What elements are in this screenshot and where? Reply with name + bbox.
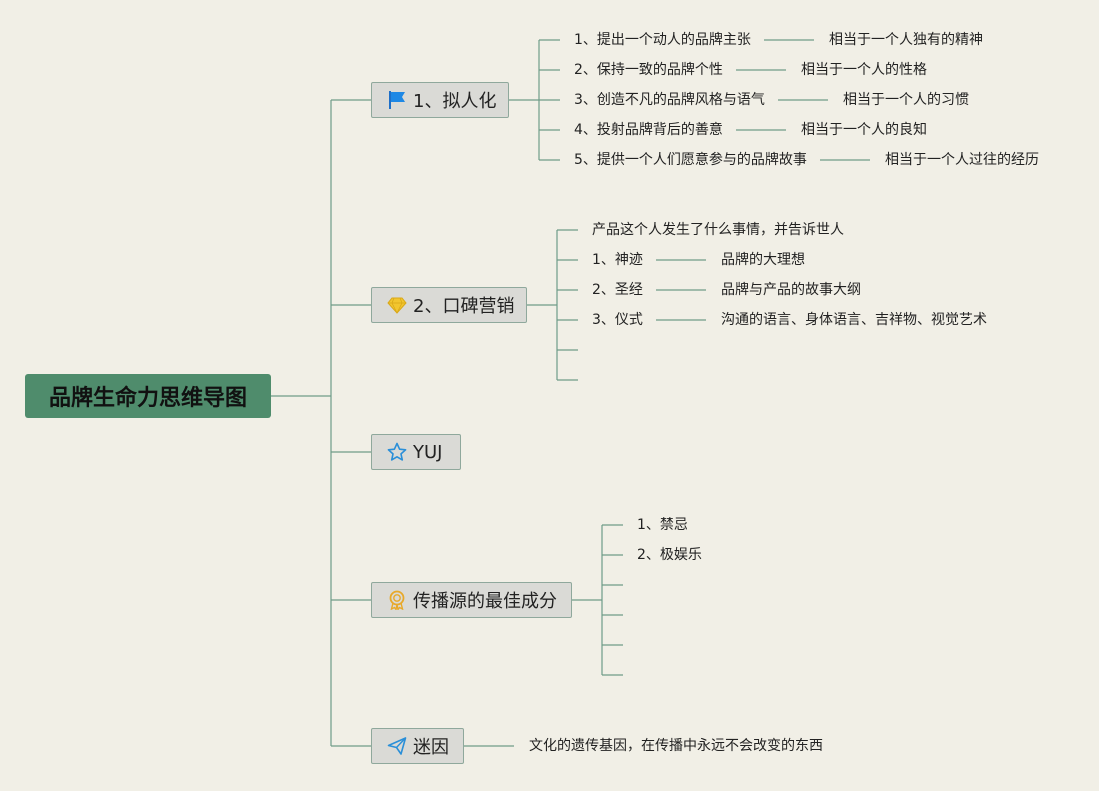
branch-label: 2、口碑营销 [413,296,515,317]
paper-plane-icon [387,736,407,756]
branch-label: 传播源的最佳成分 [413,591,557,612]
leaf-item[interactable]: 文化的遗传基因，在传播中永远不会改变的东西 [529,738,823,754]
leaf-detail[interactable]: 相当于一个人过往的经历 [885,152,1039,168]
leaf-item[interactable]: 2、保持一致的品牌个性 [574,62,723,78]
leaf-item[interactable]: 3、创造不凡的品牌风格与语气 [574,92,765,108]
star-icon [387,442,407,462]
branch-meme[interactable]: 迷因 [371,728,464,764]
award-icon [387,590,407,610]
flag-icon [387,90,407,110]
leaf-item[interactable]: 2、极娱乐 [637,547,702,563]
leaf-detail[interactable]: 相当于一个人独有的精神 [829,32,983,48]
root-node[interactable]: 品牌生命力思维导图 [25,374,271,418]
leaf-item[interactable]: 1、提出一个动人的品牌主张 [574,32,751,48]
leaf-detail[interactable]: 相当于一个人的性格 [801,62,927,78]
leaf-item[interactable]: 3、仪式 [592,312,643,328]
leaf-item[interactable]: 4、投射品牌背后的善意 [574,122,723,138]
branch-label: YUJ [413,441,443,463]
leaf-detail[interactable]: 相当于一个人的良知 [801,122,927,138]
branch-label: 迷因 [413,737,449,758]
leaf-detail[interactable]: 沟通的语言、身体语言、吉祥物、视觉艺术 [721,312,987,328]
leaf-item[interactable]: 1、禁忌 [637,517,688,533]
branch-best-propagation-ingredients[interactable]: 传播源的最佳成分 [371,582,572,618]
leaf-item[interactable]: 1、神迹 [592,252,643,268]
branch-anthropomorphize[interactable]: 1、拟人化 [371,82,509,118]
branch-word-of-mouth[interactable]: 2、口碑营销 [371,287,527,323]
leaf-detail[interactable]: 相当于一个人的习惯 [843,92,969,108]
leaf-item[interactable]: 5、提供一个人们愿意参与的品牌故事 [574,152,807,168]
leaf-item[interactable]: 产品这个人发生了什么事情，并告诉世人 [592,222,844,238]
leaf-detail[interactable]: 品牌的大理想 [721,252,805,268]
leaf-item[interactable]: 2、圣经 [592,282,643,298]
branch-label: 1、拟人化 [413,91,497,112]
branch-yuj[interactable]: YUJ [371,434,461,470]
root-title: 品牌生命力思维导图 [48,386,247,411]
gem-icon [387,295,407,315]
leaf-detail[interactable]: 品牌与产品的故事大纲 [721,282,861,298]
